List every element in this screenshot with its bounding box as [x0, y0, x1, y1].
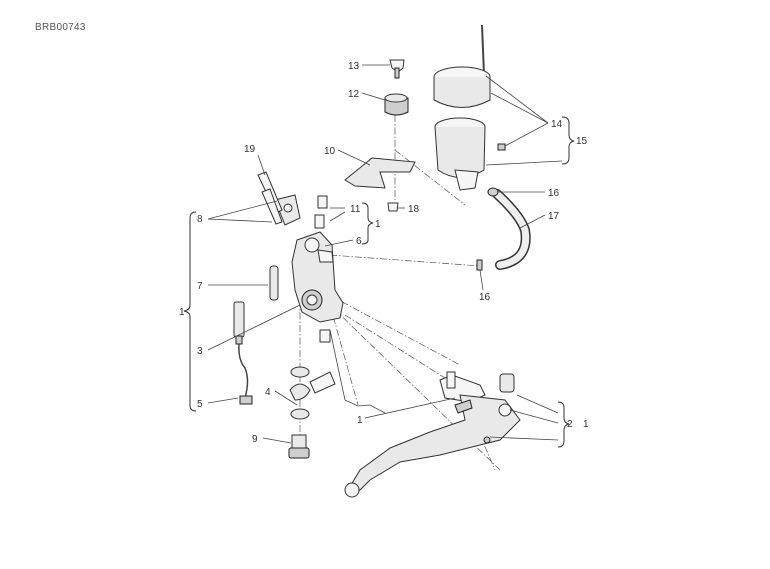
reservoir-screw: [497, 143, 506, 151]
brace-right-bottom: [557, 401, 570, 448]
switch-connector: [239, 395, 253, 405]
callout-14: 14: [551, 119, 563, 130]
callout-15: 15: [576, 136, 588, 147]
lever-spring: [454, 399, 473, 414]
brace-left: [183, 211, 197, 412]
reservoir-outlet: [454, 169, 479, 191]
lever-blade: [347, 394, 521, 496]
adjuster-bushing: [499, 373, 515, 393]
callout-16-bottom: 16: [479, 292, 491, 303]
callout-19: 19: [244, 144, 256, 155]
document-code: BRB00743: [35, 22, 86, 33]
hose-assembly: [476, 187, 531, 271]
callout-1-lever: 1: [357, 415, 363, 426]
bolt-19b: [261, 188, 283, 225]
brake-lever: [344, 371, 521, 498]
banjo-fitting: [288, 366, 336, 459]
callout-11: 11: [350, 204, 361, 215]
outlet-fitting-6: [317, 249, 334, 263]
callout-6: 6: [356, 236, 362, 247]
callout-7: 7: [197, 281, 203, 292]
spacer-18: [387, 202, 399, 212]
master-cylinder: [257, 171, 344, 343]
pin-7: [269, 265, 279, 301]
callout-8: 8: [197, 214, 203, 225]
cap-11a: [317, 195, 328, 209]
callout-2: 2: [567, 419, 573, 430]
callout-17: 17: [548, 211, 560, 222]
callout-1-right-bottom: 1: [583, 419, 589, 430]
callout-13: 13: [348, 61, 360, 72]
hose-clamp-top: [487, 187, 499, 197]
banjo-4: [289, 383, 311, 401]
bolt-13: [389, 59, 405, 73]
bushing-lever: [319, 329, 331, 343]
bolt-13-thread: [394, 67, 400, 79]
callout-5: 5: [197, 399, 203, 410]
brace-15: [561, 116, 575, 165]
mount-bracket: [344, 157, 416, 189]
callout-16-top: 16: [548, 188, 560, 199]
callout-12: 12: [348, 89, 360, 100]
brace-right-top: [361, 202, 374, 245]
switch-body: [233, 301, 245, 338]
reservoir-body: [434, 126, 486, 178]
braces: [183, 116, 575, 448]
callout-9: 9: [252, 434, 258, 445]
brake-light-switch: [233, 301, 253, 405]
callout-10: 10: [324, 146, 336, 157]
washer-4a: [290, 366, 310, 378]
callout-1-left: 1: [179, 307, 185, 318]
rubber-grommet-12: [384, 97, 409, 116]
fluid-hose: [493, 190, 530, 269]
callout-4: 4: [265, 387, 271, 398]
hose-clamp-bottom: [476, 259, 483, 271]
reservoir-cap: [433, 77, 491, 108]
callout-3: 3: [197, 346, 203, 357]
callout-labels: 13 12 10 19 8 11 1 6 7 1 3 5 4 9 1 18 14…: [179, 61, 589, 445]
reservoir-assembly: [433, 24, 506, 191]
callout-1-right-top: 1: [375, 219, 381, 230]
callout-18: 18: [408, 204, 420, 215]
banjo-tube: [309, 371, 336, 394]
leader-lines: [207, 64, 563, 444]
bracket-assembly: [344, 59, 416, 212]
cap-11b: [314, 214, 325, 229]
washer-4b: [290, 408, 310, 420]
